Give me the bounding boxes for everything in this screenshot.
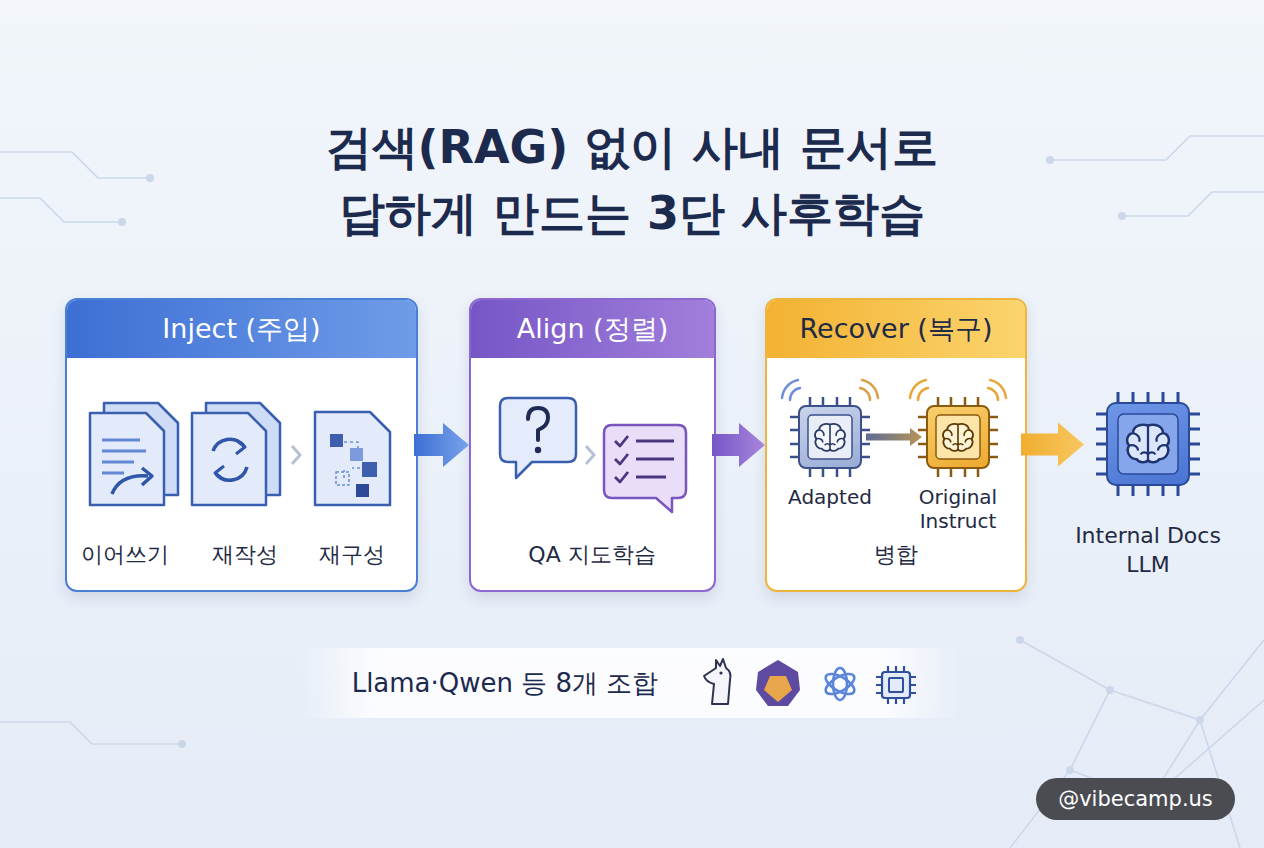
node-label: 이어쓰기 [70,540,180,569]
model-chip: Internal Docs LLM [1106,402,1190,486]
stage-title: Inject (주입) [67,300,416,358]
chip-pins [1096,392,1200,496]
circuit-line [1050,136,1264,160]
node-label: QA 지도학습 [482,540,702,569]
circuit-line [0,152,150,178]
flow-arrow [414,423,469,467]
circuit-dot [1046,156,1054,164]
title-block: 검색(RAG) 없이 사내 문서로 답하게 만드는 3단 사후학습 [0,114,1264,246]
network-dot [1196,716,1204,724]
circuit-line [0,198,122,222]
stage-title: Align (정렬) [471,300,714,358]
network-dot [1066,766,1074,774]
flow-arrow [712,423,765,467]
node-label: Llama·Qwen 등 8개 조합 [310,667,700,699]
node-label: 재작성 [190,540,300,569]
network-dot [1016,636,1024,644]
stage-card: Align (정렬) QA 지도학습 [469,298,716,592]
circuit-lines [0,136,1264,848]
chip-pins [790,397,870,477]
stage-title: Recover (복구) [767,300,1025,358]
header-band: Align (정렬) [471,300,714,358]
title-text: 검색(RAG) 없이 사내 문서로 답하게 만드는 3단 사후학습 [282,114,982,246]
node-label: Internal Docs LLM [1063,521,1233,579]
circuit-dot [146,174,154,182]
header-band: Recover (복구) [767,300,1025,358]
circuit-line [1122,192,1264,216]
network-dot [1106,686,1114,694]
stage-card: Inject (주입) 이어쓰기 재작성재구성 [65,298,418,592]
node-label: Adapted [765,485,895,509]
watermark: @vibecamp.us [1036,778,1235,820]
circuit-line [0,722,182,744]
header-band: Inject (주입) [67,300,416,358]
node-label: 재구성 [297,540,407,569]
flow-arrow [1021,423,1084,467]
stage-card: Recover (복구)병합AdaptedOriginal Instruct [765,298,1027,592]
model-band: Llama·Qwen 등 8개 조합 [300,648,960,718]
model-chip: Original Instruct [926,405,990,469]
model-chip: Adapted [798,405,862,469]
circuit-dot [118,218,126,226]
network-line [1010,640,1264,848]
circuit-dot [178,740,186,748]
node-label: Original Instruct [893,485,1023,533]
node-label: 병합 [826,540,966,569]
circuit-dot [1118,212,1126,220]
chip-pins [918,397,998,477]
